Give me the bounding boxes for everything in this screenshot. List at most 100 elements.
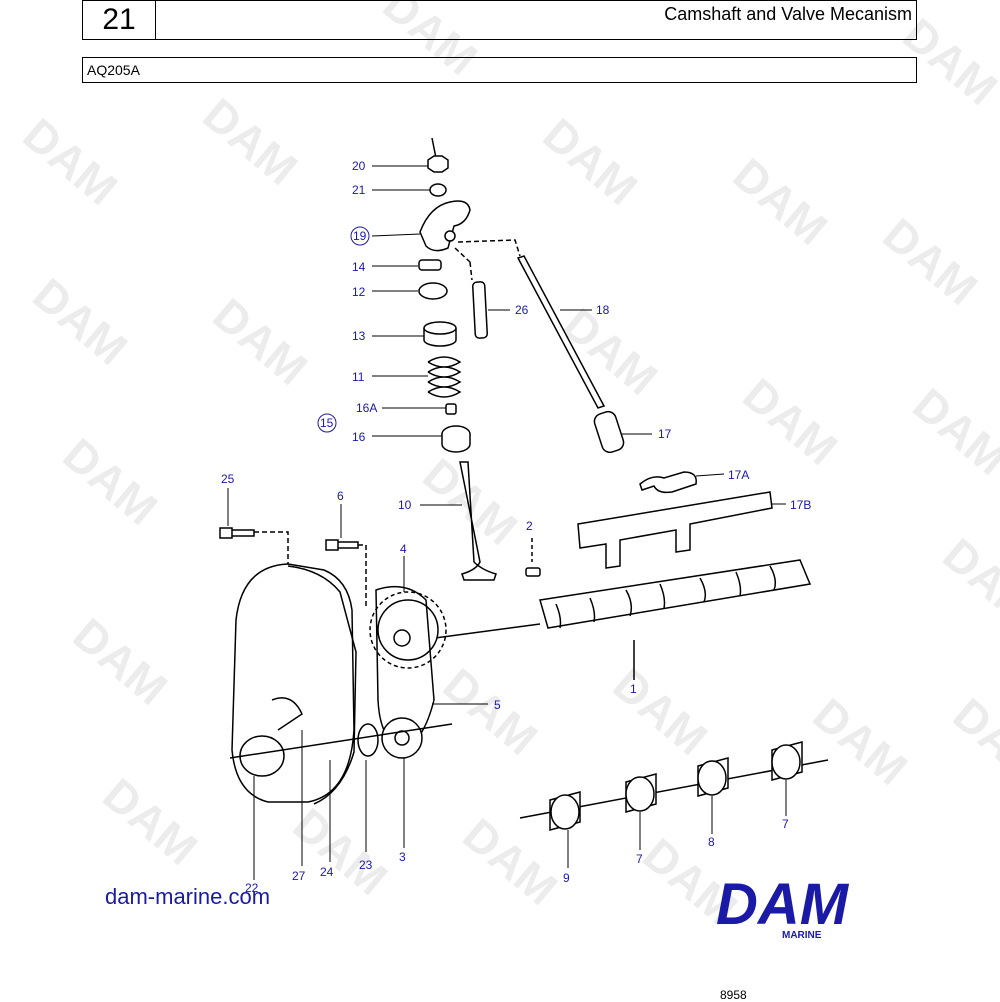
watermark-text: DAM — [604, 658, 718, 765]
stud-line — [431, 137, 437, 159]
valve-part — [459, 461, 497, 581]
leader-line — [695, 473, 725, 477]
part-label-12: 12 — [352, 285, 366, 299]
part-label-7: 7 — [782, 817, 789, 831]
leader-lines — [227, 165, 787, 880]
bolt-6-part — [325, 539, 359, 551]
center-line — [419, 623, 541, 641]
nut-part — [427, 155, 449, 173]
dash-link — [454, 247, 473, 281]
watermark-text: DAM — [724, 148, 838, 255]
bolt-25-part — [219, 527, 255, 539]
part-label-16: 16 — [352, 430, 366, 444]
part-label-7: 7 — [636, 852, 643, 866]
watermark-text: DAM — [434, 658, 548, 765]
cam-gear-part — [377, 599, 439, 661]
part-label-22: 22 — [245, 881, 259, 895]
spring-retainer-part — [418, 282, 448, 300]
watermark-text: DAM — [374, 0, 488, 85]
push-rod-part — [516, 255, 606, 409]
watermark-text: DAM — [734, 368, 848, 475]
watermark-text: DAM — [534, 108, 648, 215]
watermark-text: DAM — [14, 108, 128, 215]
part-label-27: 27 — [292, 869, 306, 883]
part-label-11: 11 — [352, 370, 365, 384]
oil-slinger-part — [357, 723, 379, 757]
watermark-text: DAM — [204, 288, 318, 395]
part-label-26: 26 — [515, 303, 529, 317]
part-label-3: 3 — [399, 850, 406, 864]
dowel-pin-part — [525, 567, 541, 577]
valve-spring-part — [427, 356, 462, 398]
lifter-guide-part — [639, 471, 697, 494]
watermark-text: DAM — [904, 378, 1000, 485]
rocker-arm-part — [419, 200, 471, 252]
dash-link — [457, 239, 521, 257]
part-label-19-circle — [350, 226, 370, 246]
dash-link — [254, 531, 289, 568]
tappet-part — [593, 410, 625, 454]
bearing-7b-face — [771, 744, 801, 780]
guide-bracket-part — [577, 491, 773, 569]
figure-number: 8958 — [720, 988, 747, 1002]
brand-logo: DAM — [716, 872, 850, 937]
brand-logo-text: DAM — [716, 872, 850, 937]
part-label-2: 2 — [526, 519, 533, 533]
dash-link — [358, 544, 367, 609]
rocker-pivot — [444, 230, 456, 242]
cam-assembly — [219, 527, 812, 680]
part-labels: 20 21 19 14 12 26 18 13 11 16A 15 16 17 … — [221, 159, 811, 895]
part-label-4: 4 — [400, 542, 407, 556]
bearing-7a-face — [625, 776, 655, 812]
watermark-text: DAM — [194, 88, 308, 195]
timing-assembly — [229, 563, 453, 805]
page-title: Camshaft and Valve Mecanism — [664, 4, 912, 24]
cam-gear-hub — [393, 629, 411, 647]
part-label-19: 19 — [353, 229, 367, 243]
part-label-15: 15 — [320, 416, 334, 430]
watermark-text: DAM — [94, 768, 208, 875]
oil-shield-top — [423, 321, 457, 335]
watermark-text: DAM — [874, 208, 988, 315]
watermark-group: DAM DAM DAM DAM DAM DAM DAM DAM DAM DAM … — [14, 0, 1000, 935]
website-link[interactable]: dam-marine.com — [105, 884, 271, 909]
part-label-23: 23 — [359, 858, 373, 872]
part-label-9: 9 — [563, 871, 570, 885]
part-label-1: 1 — [630, 682, 637, 696]
camshaft-part — [539, 559, 812, 629]
part-label-5: 5 — [494, 698, 501, 712]
part-label-13: 13 — [352, 329, 366, 343]
watermark-text: DAM — [284, 798, 398, 905]
part-label-17B: 17B — [790, 498, 811, 512]
cam-gear-teeth — [369, 591, 447, 669]
part-label-20: 20 — [352, 159, 366, 173]
part-label-24: 24 — [320, 865, 334, 879]
leader-line — [371, 233, 421, 237]
part-label-15-circle — [317, 413, 337, 433]
brand-subtitle: MARINE — [782, 930, 822, 941]
bearing-9-face — [550, 794, 580, 830]
part-label-17: 17 — [658, 427, 672, 441]
watermark-text: DAM — [944, 688, 1000, 795]
part-label-17A: 17A — [728, 468, 749, 482]
part-label-6: 6 — [337, 489, 344, 503]
watermark-text: DAM — [934, 528, 1000, 635]
watermark-text: DAM — [64, 608, 178, 715]
valve-keeper-part — [418, 259, 442, 271]
ball-seat-part — [429, 183, 447, 197]
push-rod-guide-part — [471, 281, 489, 339]
part-label-14: 14 — [352, 260, 366, 274]
bearing-8-face — [697, 760, 727, 796]
watermark-text: DAM — [804, 688, 918, 795]
seal-ring-part — [445, 403, 457, 415]
part-label-18: 18 — [596, 303, 610, 317]
header-bar: 21 Camshaft and Valve Mecanism — [82, 0, 917, 40]
part-label-16A: 16A — [356, 401, 377, 415]
model-code: AQ205A — [87, 62, 140, 78]
model-bar: AQ205A — [82, 57, 917, 83]
cover-tab — [271, 697, 303, 731]
center-line — [229, 723, 453, 759]
part-label-10: 10 — [398, 498, 412, 512]
watermark-text: DAM — [54, 428, 168, 535]
